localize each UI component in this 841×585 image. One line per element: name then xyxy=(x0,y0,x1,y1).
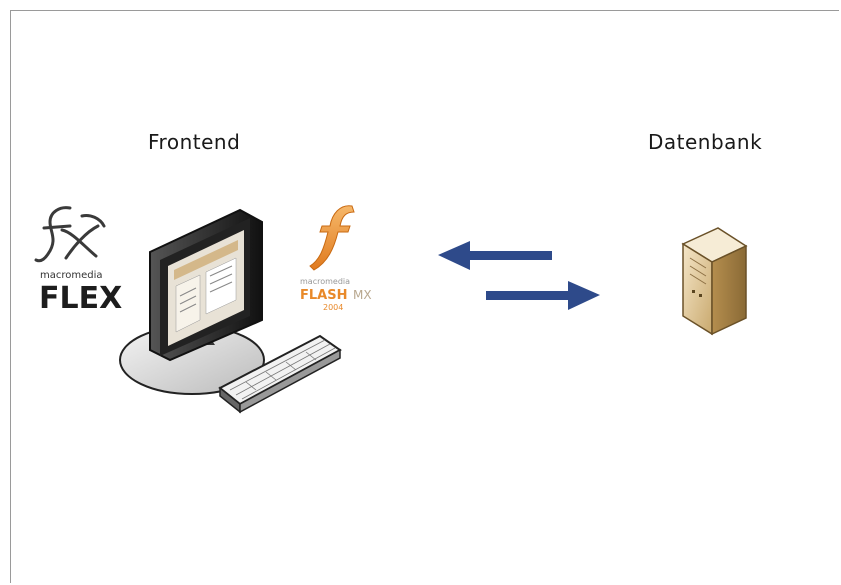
fx-glyph-icon xyxy=(34,206,106,263)
server-icon xyxy=(681,227,748,336)
arrow-left-icon xyxy=(438,241,552,270)
flash-f-icon xyxy=(309,205,355,271)
flash-product-text: FLASH xyxy=(300,288,347,303)
arrow-right-icon xyxy=(486,281,600,310)
diagram-frame xyxy=(10,10,839,583)
frontend-label: Frontend xyxy=(148,130,241,154)
database-label: Datenbank xyxy=(648,130,763,154)
flex-product-text: FLEX xyxy=(39,281,122,316)
flash-brand-text: macromedia xyxy=(300,277,350,286)
flex-logo: macromedia FLEX xyxy=(34,206,122,316)
flash-logo: macromedia FLASH MX 2004 xyxy=(300,205,372,312)
computer-icon xyxy=(119,208,265,395)
flash-year-text: 2004 xyxy=(323,303,343,312)
flash-suffix-text: MX xyxy=(353,288,372,302)
keyboard-icon xyxy=(218,334,342,414)
flex-brand-text: macromedia xyxy=(40,270,103,281)
